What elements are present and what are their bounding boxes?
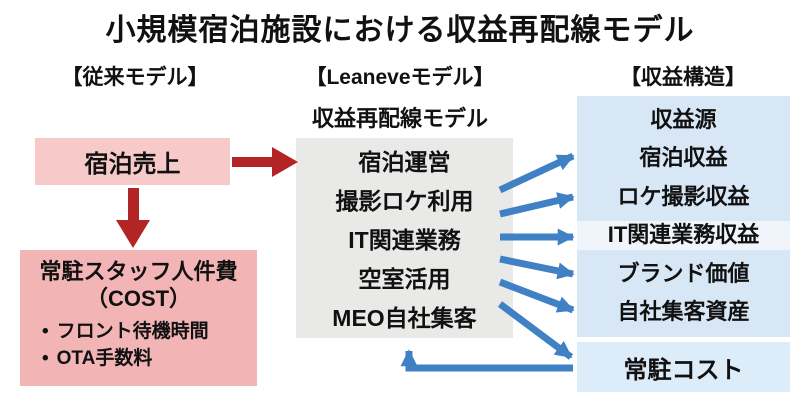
revenue-item-revenue-sources: 収益源 (650, 106, 717, 132)
model-item-film-location-use: 撮影ロケ利用 (335, 188, 474, 214)
staff-cost-subtitle: （COST） (85, 285, 192, 311)
bullet-dot: • (42, 320, 49, 342)
cost-bullet-text: フロント待機時間 (56, 320, 209, 342)
staff-cost-box: 常駐スタッフ人件費 （COST） • フロント待機時間 • OTA手数料 (20, 250, 257, 386)
cost-bullet-item: • OTA手数料 (42, 345, 257, 373)
leaneve-model-box: 宿泊運営 撮影ロケ利用 IT関連業務 空室活用 MEO自社集客 (296, 138, 513, 338)
sales-box: 宿泊売上 (35, 138, 230, 185)
staff-cost-title: 常駐スタッフ人件費 (39, 259, 238, 284)
sales-to-cost-arrow (116, 188, 150, 248)
resident-cost-return-arrow (400, 349, 573, 372)
revenue-structure-box: 収益源 宿泊収益 ロケ撮影収益 IT関連業務収益 ブランド価値 自社集客資産 (577, 96, 790, 337)
column-header-revenue-structure: 【収益構造】 (620, 66, 746, 89)
column-header-leaneve-model: 【Leaneveモデル】 (305, 66, 495, 89)
revenue-item-self-marketing-assets: 自社集客資産 (617, 299, 750, 325)
bullet-dot: • (42, 348, 49, 370)
page-title: 小規模宿泊施設における収益再配線モデル (105, 14, 695, 47)
sales-box-label: 宿泊売上 (84, 151, 181, 178)
staff-cost-bullet-list: • フロント待機時間 • OTA手数料 (20, 318, 257, 373)
resident-cost-label: 常駐コスト (623, 356, 744, 384)
cost-bullet-text: OTA手数料 (56, 348, 153, 370)
resident-cost-box: 常駐コスト (577, 342, 790, 392)
revenue-item-it-related-revenue: IT関連業務収益 (577, 221, 790, 250)
column-header-traditional-model: 【従来モデル】 (61, 66, 209, 89)
model-item-lodging-operation: 宿泊運営 (358, 149, 451, 175)
cost-bullet-item: • フロント待機時間 (42, 318, 257, 346)
center-subtitle: 収益再配線モデル (311, 106, 488, 131)
revenue-item-location-filming-revenue: ロケ撮影収益 (617, 183, 750, 209)
revenue-item-brand-value: ブランド価値 (617, 260, 750, 286)
model-item-meo-self-marketing: MEO自社集客 (332, 305, 477, 331)
model-item-it-related-work: IT関連業務 (348, 227, 461, 253)
model-item-vacancy-utilization: 空室活用 (358, 266, 451, 292)
sales-to-model-arrow (232, 147, 298, 177)
revenue-item-lodging-revenue: 宿泊収益 (639, 145, 728, 171)
